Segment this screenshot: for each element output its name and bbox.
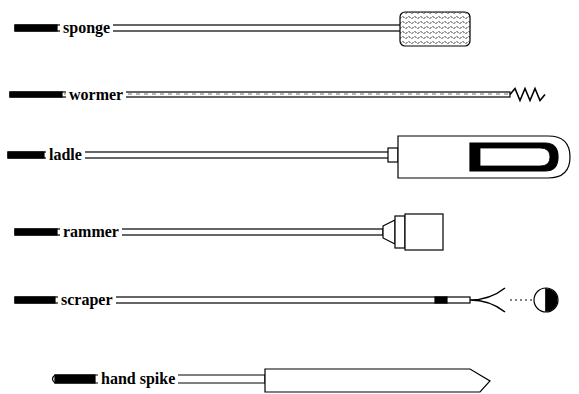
part-label: hand spike <box>98 370 178 388</box>
sponge-tool <box>15 12 470 46</box>
part-label: rammer <box>60 223 122 241</box>
scraper-tool <box>15 288 558 312</box>
part-label: ladle <box>46 146 85 164</box>
part-label: sponge <box>60 19 113 37</box>
rammer-tool <box>15 214 443 250</box>
part-label: scraper <box>58 291 116 309</box>
part-label: wormer <box>66 86 126 104</box>
hand-spike-tool <box>53 369 491 392</box>
ladle-tool <box>8 136 570 178</box>
